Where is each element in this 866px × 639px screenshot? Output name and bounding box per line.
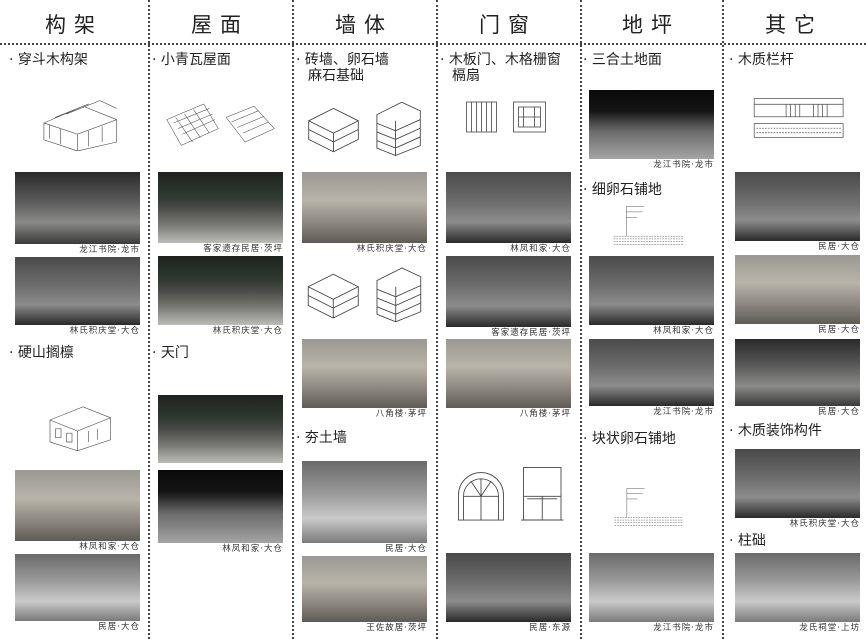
line-drawing [302,259,427,327]
photo-caption: 客家遗存民居·茨坪 [491,328,571,338]
section-heading: · 三合土地面 [583,52,662,68]
photo [158,172,283,243]
photo-caption: 龙江书院·龙市 [79,245,140,255]
section-heading: · 夯土墙 [296,430,347,446]
section-heading: · 块状卵石铺地 [583,431,676,447]
column-header: 屋面 [191,13,249,37]
line-drawing [158,95,283,151]
line-drawing [446,463,571,527]
photo [302,461,427,543]
section-heading: · 木质栏杆 [729,52,794,68]
photo [446,339,571,408]
photo [302,556,427,622]
photo [735,172,860,241]
photo [15,172,140,244]
section-heading: · 穿斗木构架 [9,52,88,68]
photo-caption: 民居·大仓 [818,325,860,335]
photo [446,553,571,622]
photo-caption: 民居·大仓 [818,242,860,252]
photo-caption: 林氏积庆堂·大仓 [69,326,140,336]
line-drawing [446,96,571,146]
photo [735,255,860,324]
section-heading: · 小青瓦屋面 [152,52,231,68]
photo-caption: 林凤和家·大仓 [79,542,140,552]
photo [158,470,283,543]
photo-caption: 龙江书院·龙市 [653,160,714,170]
photo-caption: 龙江书院·龙市 [653,623,714,633]
photo [446,256,571,327]
photo [302,339,427,408]
header-divider [0,43,866,45]
column-divider [148,0,150,639]
photo [735,339,860,406]
column-header: 门窗 [479,13,537,37]
photo [735,553,860,622]
photo [15,257,140,325]
column-header: 构架 [45,13,103,37]
photo [589,339,714,406]
section-heading: · 柱础 [729,533,766,549]
photo-caption: 民居·大仓 [818,407,860,417]
photo [589,256,714,325]
photo [735,449,860,518]
section-heading: 麻石基础 [308,68,364,84]
photo-caption: 民居·东源 [529,623,571,633]
line-drawing [15,398,140,453]
photo-caption: 林凤和家·大仓 [222,544,283,554]
photo [15,470,140,541]
photo-caption: 王佐故居·茨坪 [366,623,427,633]
column-header: 墙体 [335,13,393,37]
photo-caption: 龙江书院·龙市 [653,407,714,417]
photo [302,172,427,243]
photo [446,172,571,243]
section-heading: · 木板门、木格栅窗 [440,52,561,68]
photo [15,554,140,621]
section-heading: · 天门 [152,345,189,361]
column-header: 其它 [765,13,823,37]
section-heading: · 砖墙、卵石墙 [296,52,389,68]
photo-caption: 民居·大仓 [98,622,140,632]
photo-caption: 林凤和家·大仓 [510,244,571,254]
photo [589,553,714,622]
photo-caption: 林氏积庆堂·大仓 [212,326,283,336]
column-header: 地坪 [622,13,680,37]
section-heading: · 细卵石铺地 [583,182,662,198]
photo-caption: 林凤和家·大仓 [653,326,714,336]
section-heading: · 木质装饰构件 [729,423,822,439]
photo [158,395,283,463]
column-divider [722,0,724,639]
column-divider [292,0,294,639]
section-heading: · 硬山搁檩 [9,345,74,361]
line-drawing [589,202,714,247]
photo-caption: 八角楼·茅坪 [375,409,427,419]
line-drawing [735,94,860,151]
photo-caption: 民居·大仓 [385,544,427,554]
photo-caption: 林氏积庆堂·大仓 [789,519,860,529]
photo [589,90,714,159]
column-divider [580,0,582,639]
section-heading: 槅扇 [452,68,480,84]
photo-caption: 林氏积庆堂·大仓 [356,244,427,254]
line-drawing [302,96,427,158]
photo-caption: 龙氏祠堂·上坊 [799,623,860,633]
line-drawing [15,95,140,152]
column-divider [436,0,438,639]
photo [158,256,283,325]
line-drawing [589,484,714,528]
photo-caption: 八角楼·茅坪 [519,409,571,419]
photo-caption: 客家遗存民居·茨坪 [203,244,283,254]
